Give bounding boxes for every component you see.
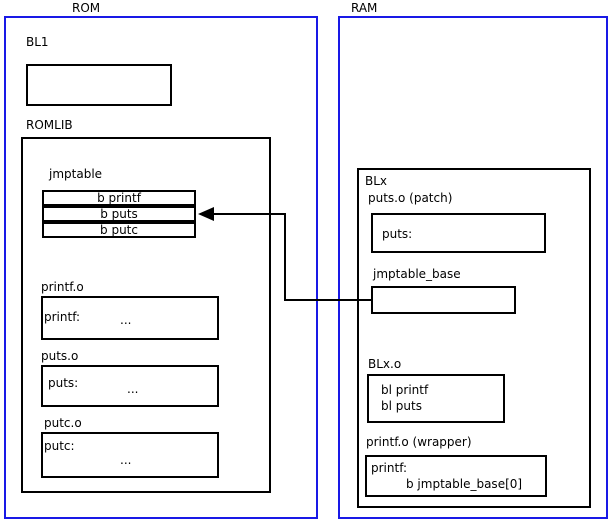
- ram-region-label: RAM: [351, 1, 378, 15]
- jmptable-entry-2: b putc: [42, 222, 196, 238]
- printf-o-ellipsis: ...: [120, 313, 132, 327]
- jmptable-entry-1-text: b puts: [100, 207, 138, 221]
- jmptable-entry-1: b puts: [42, 206, 196, 222]
- puts-patch-box: [371, 213, 546, 253]
- blx-o-label: BLx.o: [368, 357, 402, 371]
- puts-patch-label: puts.o (patch): [368, 191, 453, 205]
- blx-label: BLx: [365, 174, 388, 188]
- printf-wrapper-box: [365, 455, 547, 497]
- printf-o-symbol: printf:: [44, 310, 81, 324]
- putc-o-label: putc.o: [44, 416, 82, 430]
- romlib-label: ROMLIB: [26, 118, 73, 132]
- jmptable-base-box: [371, 286, 516, 314]
- bl1-label: BL1: [26, 35, 49, 49]
- puts-o-symbol: puts:: [48, 376, 79, 390]
- blx-o-box: [367, 374, 505, 423]
- puts-patch-symbol: puts:: [382, 227, 413, 241]
- printf-o-label: printf.o: [41, 280, 84, 294]
- jmptable-label: jmptable: [49, 167, 103, 181]
- bl1-box: [26, 64, 172, 106]
- jmptable-entry-0: b printf: [42, 190, 196, 206]
- puts-o-ellipsis: ...: [127, 382, 139, 396]
- putc-o-symbol: putc:: [44, 439, 75, 453]
- putc-o-box: [41, 432, 219, 478]
- jmptable-entry-0-text: b printf: [97, 191, 141, 205]
- puts-o-box: [41, 365, 219, 407]
- printf-o-box: [41, 296, 219, 340]
- rom-region-label: ROM: [72, 1, 101, 15]
- putc-o-ellipsis: ...: [120, 453, 132, 467]
- blx-o-line1: bl printf: [381, 383, 429, 397]
- printf-wrapper-line2: b jmptable_base[0]: [406, 477, 523, 491]
- printf-wrapper-label: printf.o (wrapper): [366, 435, 472, 449]
- jmptable-base-label: jmptable_base: [373, 267, 461, 281]
- printf-wrapper-line1: printf:: [371, 461, 408, 475]
- blx-o-line2: bl puts: [381, 399, 422, 413]
- puts-o-label: puts.o: [41, 349, 79, 363]
- jmptable-entry-2-text: b putc: [100, 223, 138, 237]
